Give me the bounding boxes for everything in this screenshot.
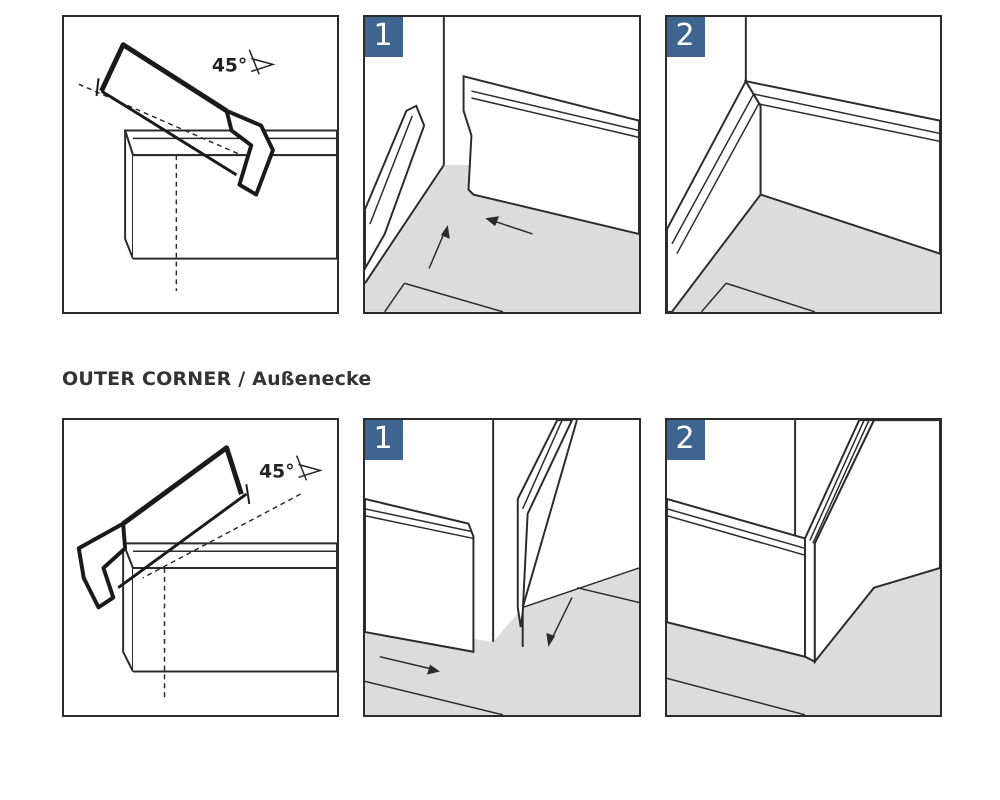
outer-step-1-panel: 1 [363, 418, 641, 717]
outer-corner-cut-panel: 45° [62, 418, 339, 717]
inner-step-1-illustration [365, 17, 639, 312]
angle-label: 45° [212, 55, 247, 76]
inner-step-2-illustration [667, 17, 940, 312]
step-2-badge: 2 [667, 17, 705, 57]
step-1-badge: 1 [365, 17, 403, 57]
inner-corner-cut-panel: 45° [62, 15, 339, 314]
saw-cut-illustration: 45° [76, 445, 337, 702]
inner-step-2-panel: 2 [665, 15, 942, 314]
step-1-badge: 1 [365, 420, 403, 460]
outer-corner-heading: OUTER CORNER / Außenecke [62, 368, 372, 390]
saw-cut-illustration: 45° [78, 42, 337, 292]
inner-step-1-panel: 1 [363, 15, 641, 314]
outer-step-1-illustration [365, 420, 639, 715]
step-2-badge: 2 [667, 420, 705, 460]
outer-step-2-illustration [667, 420, 940, 715]
outer-step-2-panel: 2 [665, 418, 942, 717]
angle-label: 45° [259, 461, 294, 482]
